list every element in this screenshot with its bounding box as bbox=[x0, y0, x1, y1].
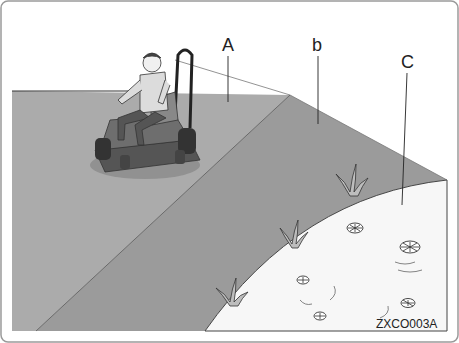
slope bbox=[36, 95, 447, 331]
figure-code: ZXCO003A bbox=[376, 318, 437, 330]
lily-pads bbox=[297, 223, 420, 320]
pond bbox=[205, 180, 447, 331]
riding-mower bbox=[90, 50, 200, 179]
callout-letter: b bbox=[312, 36, 322, 54]
callout-letter: A bbox=[222, 36, 234, 54]
lily-pad-veins bbox=[298, 224, 419, 319]
leader-lines bbox=[228, 56, 407, 205]
callout-letter: C bbox=[401, 53, 414, 71]
reeds bbox=[216, 164, 368, 306]
water-ripples bbox=[300, 262, 422, 318]
operator bbox=[118, 53, 170, 145]
slope-edge bbox=[290, 95, 447, 180]
